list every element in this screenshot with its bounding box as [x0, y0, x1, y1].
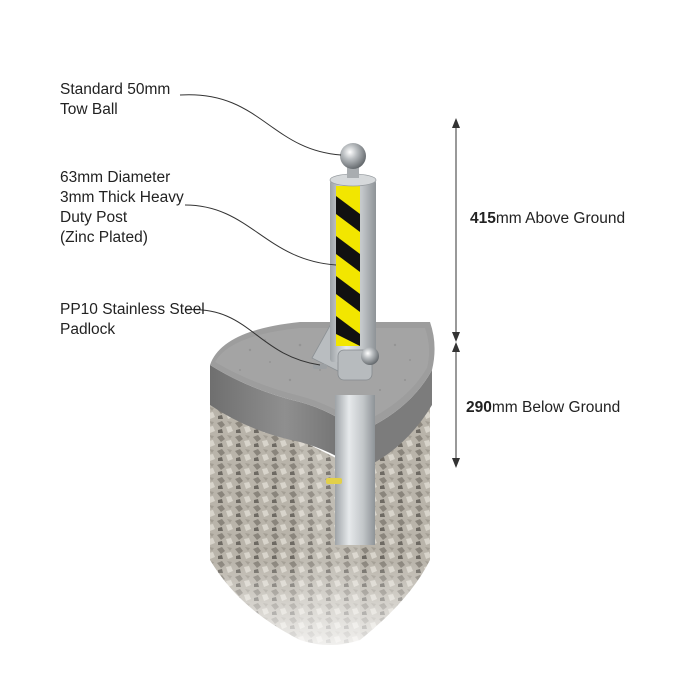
tow-ball-leader	[179, 94, 342, 156]
below-ground-text: mm Below Ground	[492, 399, 620, 416]
concrete-foundation	[200, 322, 450, 670]
yellow-peg	[326, 478, 342, 484]
padlock-label: PP10 Stainless Steel Padlock	[60, 301, 209, 338]
below-ground-value: 290	[466, 399, 492, 416]
tow-ball	[340, 143, 366, 169]
above-ground-value: 415	[470, 210, 496, 227]
dimension-arrows	[452, 118, 460, 468]
above-ground-text: mm Above Ground	[496, 210, 625, 227]
post-label: 63mm Diameter 3mm Thick Heavy Duty Post …	[60, 169, 188, 246]
below-ground-dimension: 290mm Below Ground	[466, 399, 620, 416]
above-ground-dimension: 415mm Above Ground	[470, 210, 625, 227]
bollard-post	[311, 143, 379, 381]
padlock-body	[361, 347, 379, 365]
post-leader	[184, 204, 337, 266]
tow-ball-label: Standard 50mm Tow Ball	[60, 81, 175, 118]
hazard-stripes	[336, 186, 360, 346]
padlock-leader	[184, 309, 321, 366]
leader-lines	[179, 94, 342, 366]
